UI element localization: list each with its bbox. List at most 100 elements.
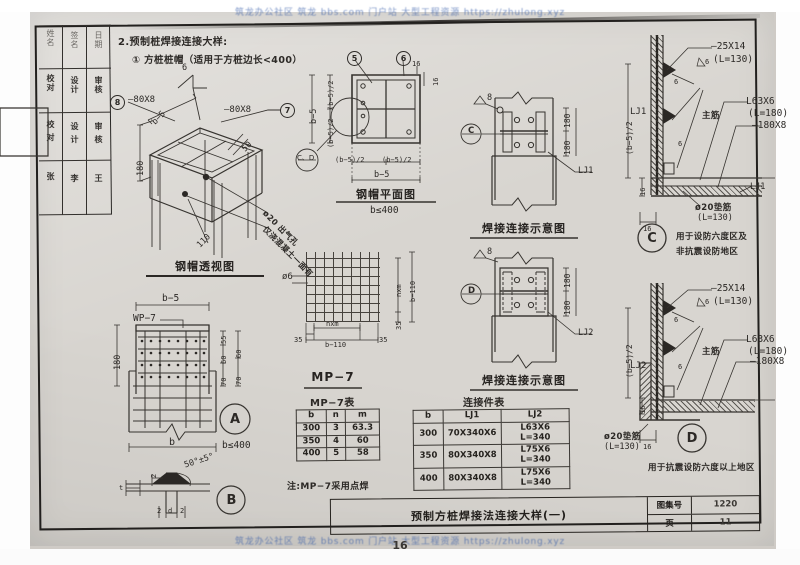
title-block-page-key: 页 xyxy=(648,514,693,532)
tag-5-bubble: 5 xyxy=(347,51,362,66)
conn-r2-b: 400 xyxy=(413,467,444,491)
conn-th-b: b xyxy=(413,410,444,424)
weld-schematic-2-title: 焊接连接示意图 xyxy=(482,374,566,387)
table-row: 350 4 60 xyxy=(296,434,380,449)
tag-8-label: 8 xyxy=(114,98,121,107)
sig-head-0: 姓名 xyxy=(46,29,55,47)
mp7-mesh-grid xyxy=(306,252,380,322)
sig-label-0: 校 对 xyxy=(46,120,55,142)
mp7-th-m: m xyxy=(345,409,380,423)
detail-c-lj1-bot: LJ1 xyxy=(750,182,766,192)
mp7-b110-v: b−110 xyxy=(409,280,417,302)
mp7-r0-b: 300 xyxy=(296,422,327,436)
mp7-r2-n: 5 xyxy=(326,447,347,461)
detail-c-pad-bar: ø20垫筋 xyxy=(695,203,732,213)
detail-c-main-bar: 主筋 xyxy=(702,111,720,121)
weld2-symbol-8: 8 xyxy=(487,247,493,257)
tag-8-bubble: 8 xyxy=(110,95,125,110)
detail-c-pile-hatch xyxy=(651,35,663,195)
detail-b-d: d xyxy=(168,507,173,515)
mp7-table: b n m 300 3 63.3 350 4 60 400 5 58 xyxy=(296,409,381,462)
conn-r0-b: 300 xyxy=(413,422,444,446)
detail-b-t: t xyxy=(119,484,124,492)
steel-cap-perspective-title: 钢帽透视图 xyxy=(175,260,235,273)
detail-d-weld-6a: 6 xyxy=(705,298,710,306)
plan-dim-b5-horiz: b−5 xyxy=(374,170,390,180)
page-number: 16 xyxy=(392,539,408,552)
detail-d-plate-2514-len: (L=130) xyxy=(713,296,754,307)
detail-a-dim-b5: b−5 xyxy=(162,293,180,304)
sig-role-2: 审核 xyxy=(94,76,103,94)
weld1-lj1: LJ1 xyxy=(578,166,594,176)
page-margin-top xyxy=(0,0,800,12)
detail-d-dim-half: (b−5)/2 xyxy=(625,344,634,378)
sig-role-0: 校对 xyxy=(46,74,55,92)
mp7-d35-right: 35 xyxy=(379,336,388,344)
plan-dim-half-a: (b−5)/2 xyxy=(327,80,335,110)
mp7-nxm-h: nxm xyxy=(326,320,339,328)
plan-dim-16-top: 16 xyxy=(412,60,421,68)
plan-detail-cd-label: C、D xyxy=(297,154,315,162)
steel-cap-plan-subtitle: b≤400 xyxy=(370,205,399,216)
page-margin-bottom xyxy=(0,549,800,565)
sig-name-2: 王 xyxy=(94,174,103,183)
table-row: 300 3 63.3 xyxy=(296,421,380,436)
detail-c-angle-l63: L63X6 xyxy=(746,96,775,107)
table-row: 300 70X340X6 L63X6 L=340 xyxy=(413,421,570,446)
mp7-r2-b: 400 xyxy=(296,447,327,461)
title-block-atlas-value: 1220 xyxy=(713,499,738,510)
detail-c-weld-6b: 6 xyxy=(674,78,679,86)
weld1-symbol-8: 8 xyxy=(487,93,493,103)
detail-a-tag: A xyxy=(229,411,241,427)
detail-d-pad-bar: ø20垫筋 xyxy=(604,432,641,442)
connector-table: b LJ1 LJ2 300 70X340X6 L63X6 L=340 350 8… xyxy=(413,408,571,491)
mp7-r1-m: 60 xyxy=(345,434,380,448)
subsection-heading: ① 方桩桩帽（适用于方桩边长<400） xyxy=(132,55,303,66)
detail-c-base-hatch xyxy=(663,186,762,196)
conn-r2-lj1: 80X340X8 xyxy=(443,467,502,491)
detail-b-left2: 2 xyxy=(157,507,162,515)
detail-d-note: 用于抗震设防六度以上地区 xyxy=(648,463,755,473)
detail-c-dim-half: (b−5)/2 xyxy=(625,121,634,155)
detail-a-note: b≤400 xyxy=(222,440,251,451)
conn-r1-b: 350 xyxy=(413,445,444,469)
mp7-table-note: 注:MP−7采用点焊 xyxy=(287,482,369,492)
conn-th-lj2: LJ2 xyxy=(500,408,570,423)
sig-name-0: 张 xyxy=(46,172,55,181)
steel-cap-plan-title: 钢帽平面图 xyxy=(356,188,416,201)
detail-d-base-hatch xyxy=(663,401,755,412)
conn-r0-lj2: L63X6 L=340 xyxy=(501,421,570,445)
detail-d-angle-hatch xyxy=(640,363,651,420)
plan-dim-half-c: (b−5)/2 xyxy=(335,156,365,164)
detail-a-bubble-label: A xyxy=(226,410,244,428)
tag-7-bubble: 7 xyxy=(280,103,295,118)
weld2-lj2: LJ2 xyxy=(578,328,594,338)
steel-cap-perspective-title-rule xyxy=(146,275,264,277)
mp7-d35-bot: 35 xyxy=(395,321,403,330)
weld2-detail-d: D xyxy=(468,286,476,296)
title-block-drawing-name: 预制方桩焊接法连接大样(一) xyxy=(410,508,568,524)
mp7-table-header-row: b n m xyxy=(296,409,380,423)
sig-label-2: 审 核 xyxy=(94,122,103,144)
tag-5-label: 5 xyxy=(351,54,358,63)
title-block: 预制方桩焊接法连接大样(一) 图集号 1220 页 11 xyxy=(329,495,761,535)
detail-a-wp7: WP−7 xyxy=(133,313,156,324)
weld1-dim-180a: 180 xyxy=(563,113,572,128)
detail-d-plate-180: —180X8 xyxy=(750,356,785,367)
tag-6-bubble: 6 xyxy=(396,51,411,66)
conn-r0-lj1: 70X340X6 xyxy=(443,422,502,446)
sig-role-1: 设计 xyxy=(70,76,79,94)
plan-dim-b5-vert: b−5 xyxy=(309,108,319,124)
plan-dim-half-b: (b−5)/2 xyxy=(327,118,335,148)
mp7-r1-b: 350 xyxy=(296,435,327,449)
sig-label-1: 设 计 xyxy=(70,122,79,144)
sig-head-2: 日期 xyxy=(94,31,103,49)
title-block-page-row: 页 11 xyxy=(648,514,759,532)
detail-d-tag: D xyxy=(686,430,698,446)
detail-d-pile-hatch xyxy=(651,283,663,420)
detail-c-note-2: 非抗震设防地区 xyxy=(676,247,739,257)
detail-d-weld-6c: 6 xyxy=(678,363,683,371)
title-block-right: 图集号 1220 页 11 xyxy=(646,496,760,532)
mp7-r0-m: 63.3 xyxy=(345,421,380,435)
